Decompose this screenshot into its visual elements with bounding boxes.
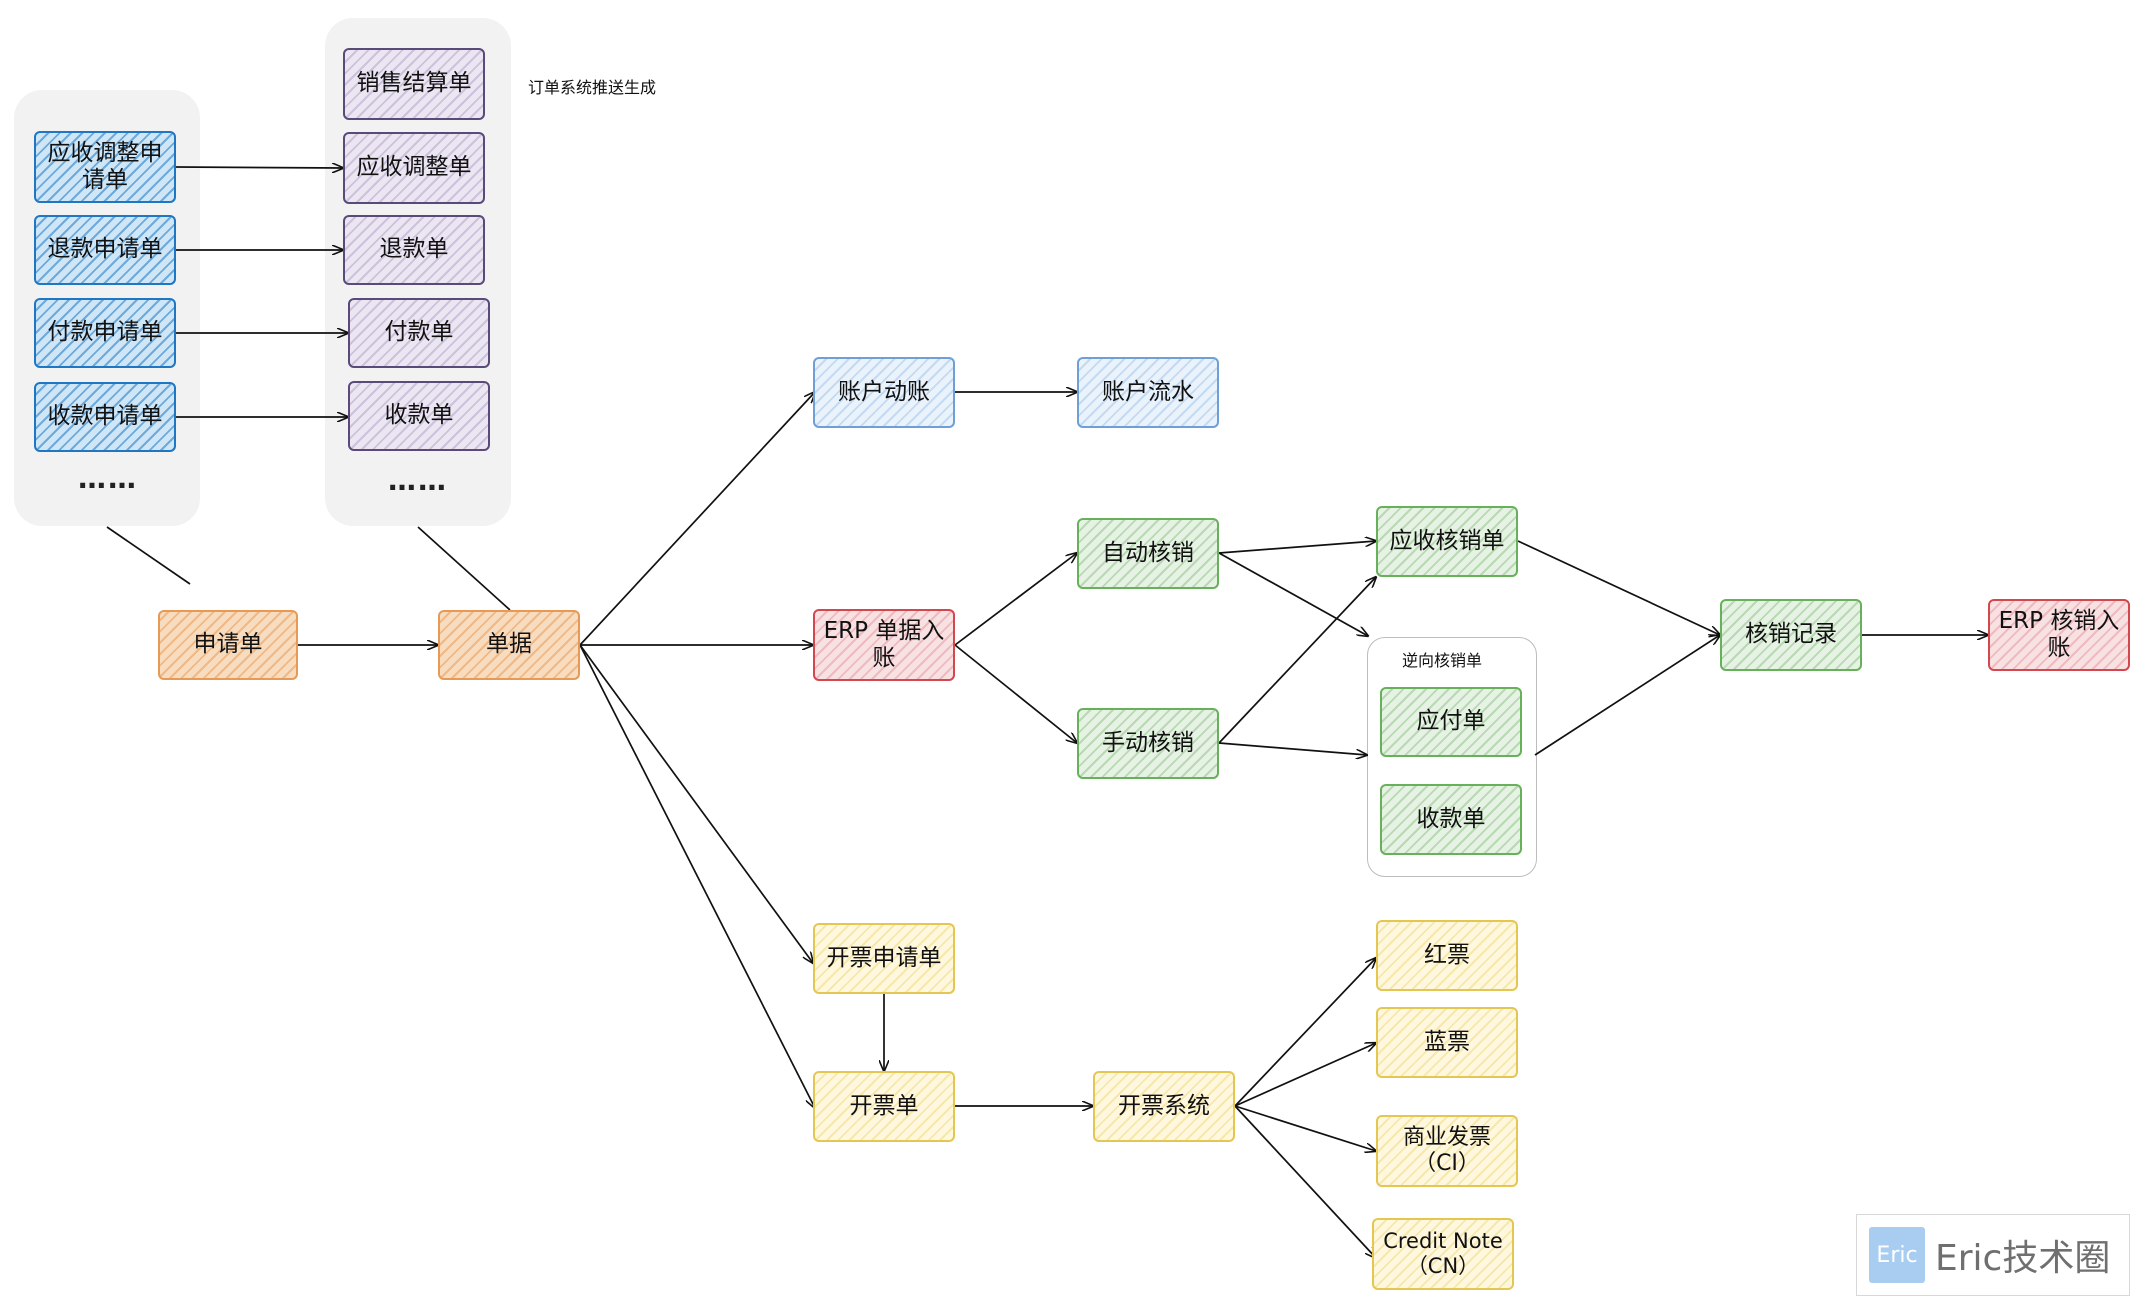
node-rev-payable[interactable]: 应付单	[1380, 687, 1522, 757]
node-doc-refund[interactable]: 退款单	[343, 215, 485, 285]
node-invoice-system[interactable]: 开票系统	[1093, 1071, 1235, 1142]
node-invoice-apply[interactable]: 开票申请单	[813, 923, 955, 994]
node-account-move[interactable]: 账户动账	[813, 357, 955, 428]
node-document[interactable]: 单据	[438, 610, 580, 680]
edge-system-blue	[1234, 1043, 1376, 1107]
node-apply-pay[interactable]: 付款申请单	[34, 298, 176, 368]
edge-manual-ar	[1218, 577, 1376, 744]
edge-manual-reverse	[1218, 742, 1367, 755]
node-apply-refund[interactable]: 退款申请单	[34, 215, 176, 285]
edge-system-ci	[1234, 1105, 1376, 1151]
node-rev-receive[interactable]: 收款单	[1380, 784, 1522, 855]
node-erp-post[interactable]: ERP 单据入账	[813, 609, 955, 681]
watermark-text: Eric技术圈	[1935, 1238, 2111, 1279]
node-credit-note[interactable]: Credit Note（CN）	[1372, 1218, 1514, 1290]
node-sales-settle[interactable]: 销售结算单	[343, 48, 485, 120]
edge-ar-record	[1517, 540, 1720, 635]
request-group-more: ……	[78, 462, 138, 495]
node-auto-writeoff[interactable]: 自动核销	[1077, 518, 1219, 589]
reverse-group-title: 逆向核销单	[1402, 651, 1483, 670]
edge-document-invoice	[579, 644, 815, 1108]
node-request[interactable]: 申请单	[158, 610, 298, 680]
edge-document-account-move	[579, 392, 815, 646]
edge-system-red	[1234, 958, 1376, 1107]
edge-auto-reverse	[1218, 552, 1368, 636]
node-doc-adjust[interactable]: 应收调整单	[343, 132, 485, 204]
watermark: Eric Eric技术圈	[1856, 1214, 2130, 1296]
edge-system-cn	[1234, 1105, 1376, 1258]
node-apply-adjust[interactable]: 应收调整申请单	[34, 131, 176, 203]
node-apply-receive[interactable]: 收款申请单	[34, 382, 176, 452]
node-account-flow[interactable]: 账户流水	[1077, 357, 1219, 428]
edge-apply-adjust	[175, 167, 343, 168]
node-doc-receive[interactable]: 收款单	[348, 381, 490, 451]
edge-erp-auto	[954, 553, 1077, 646]
edge-erp-manual	[954, 644, 1077, 743]
node-blue-invoice[interactable]: 蓝票	[1376, 1007, 1518, 1078]
edge-reverse-record	[1534, 635, 1720, 756]
node-invoice[interactable]: 开票单	[813, 1071, 955, 1142]
node-writeoff-record[interactable]: 核销记录	[1720, 599, 1862, 671]
node-ar-writeoff[interactable]: 应收核销单	[1376, 506, 1518, 577]
node-red-invoice[interactable]: 红票	[1376, 920, 1518, 991]
node-manual-writeoff[interactable]: 手动核销	[1077, 708, 1219, 779]
edge-document-invoice-apply	[579, 644, 813, 963]
node-commercial-invoice[interactable]: 商业发票（CI）	[1376, 1115, 1518, 1187]
eric-logo-icon: Eric	[1869, 1227, 1925, 1283]
edge-auto-ar	[1218, 541, 1376, 554]
document-group-more: ……	[388, 464, 448, 497]
node-erp-writeoff-post[interactable]: ERP 核销入账	[1988, 599, 2130, 671]
annotation-order-push: 订单系统推送生成	[528, 78, 657, 97]
edge-document-group	[417, 526, 511, 611]
node-doc-pay[interactable]: 付款单	[348, 298, 490, 368]
edge-request-group	[106, 526, 191, 585]
